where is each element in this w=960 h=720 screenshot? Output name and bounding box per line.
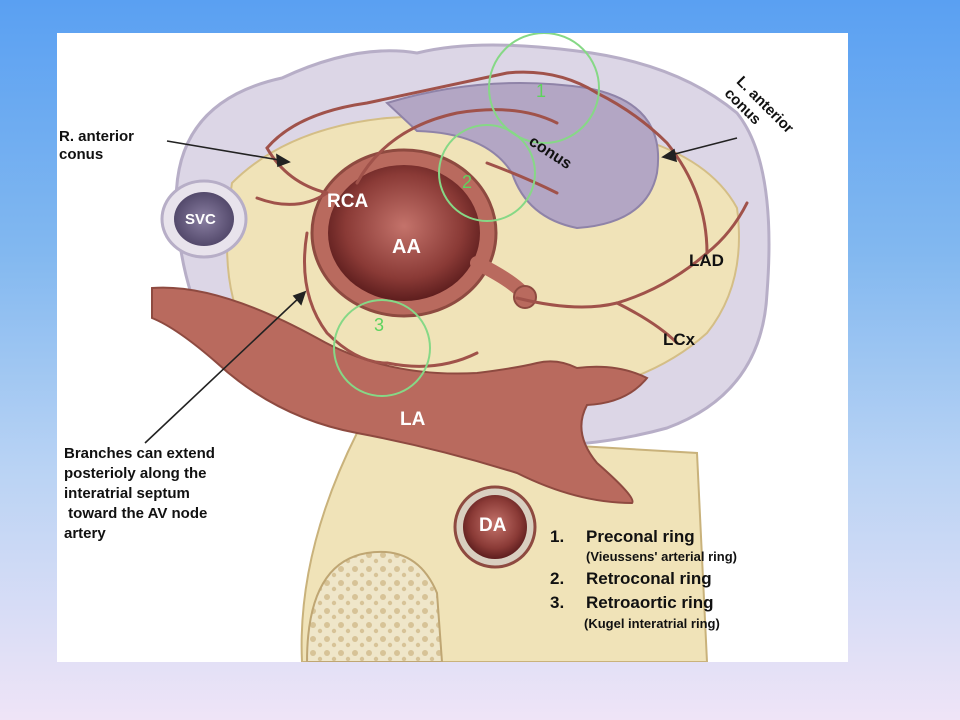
illustration-panel: SVC RCA AA LA DA LAD LCx conus R. anteri…	[57, 33, 848, 662]
branches-note-line-4: toward the AV node	[64, 505, 208, 522]
legend-name-2: Retroconal ring	[586, 569, 712, 588]
legend-num-1: 1.	[550, 527, 565, 546]
annotation-arrows	[144, 137, 738, 444]
vertebra	[305, 550, 444, 662]
aa-label: AA	[392, 236, 421, 258]
lad-label: LAD	[689, 251, 724, 270]
r-anterior-conus-label-line-1: R. anterior	[59, 128, 135, 145]
branches-note-line-1: Branches can extend	[64, 445, 215, 462]
branches-note-line-5: artery	[64, 525, 106, 542]
svc-label: SVC	[185, 211, 216, 228]
da-label: DA	[479, 515, 507, 536]
la-label: LA	[400, 409, 426, 430]
lcx-label: LCx	[663, 330, 696, 349]
legend-item-3: 3. Retroaortic ring	[550, 593, 714, 613]
legend-sub-3: (Kugel interatrial ring)	[584, 616, 720, 631]
legend-item-1: 1. Preconal ring	[550, 527, 695, 547]
left-atrium	[151, 286, 649, 505]
legend-num-3: 3.	[550, 593, 565, 612]
ring-3-circle	[333, 299, 431, 397]
legend-sub-1: (Vieussens' arterial ring)	[586, 549, 737, 564]
legend-item-2: 2. Retroconal ring	[550, 569, 712, 589]
ring-1-circle	[488, 33, 600, 144]
ring-marker-3: 3	[374, 315, 385, 335]
ring-marker-2: 2	[462, 172, 473, 192]
legend-num-2: 2.	[550, 569, 565, 588]
ring-marker-1: 1	[536, 81, 547, 101]
legend-name-1: Preconal ring	[586, 527, 695, 546]
rca-label: RCA	[327, 191, 369, 212]
legend-name-3: Retroaortic ring	[586, 593, 714, 612]
ring-2-circle	[438, 124, 536, 222]
r-anterior-conus-label-line-2: conus	[59, 146, 104, 163]
heart-cross-section-diagram	[144, 33, 771, 662]
branches-note-line-3: interatrial septum	[64, 485, 190, 502]
branches-note-line-2: posterioly along the	[64, 465, 207, 482]
